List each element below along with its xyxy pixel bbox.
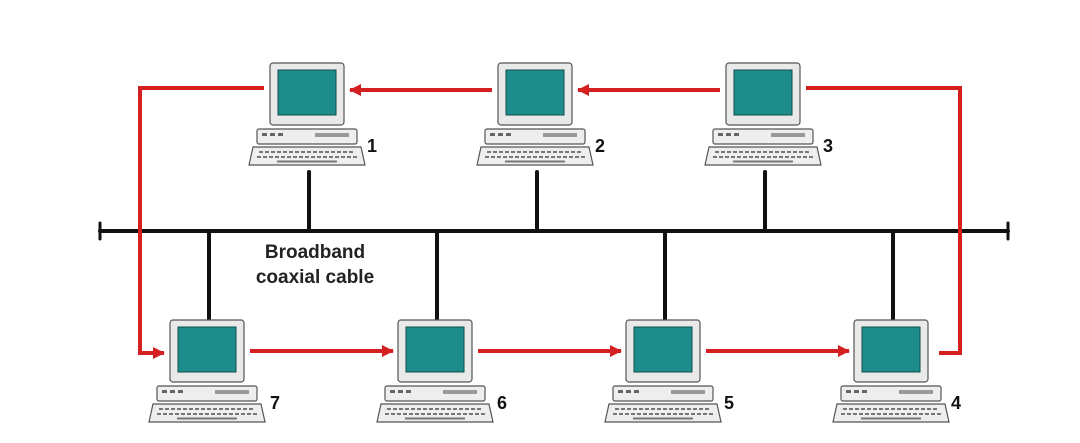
desktop-computer-icon: [832, 319, 950, 423]
desktop-computer-icon: [704, 62, 822, 166]
computer-label: 1: [367, 136, 377, 156]
desktop-computer-icon: [148, 319, 266, 423]
computer-5: 5: [604, 319, 734, 423]
computer-1: 1: [248, 62, 377, 166]
computer-label: 7: [270, 393, 280, 413]
coaxial-bus: [98, 170, 1010, 322]
desktop-computer-icon: [476, 62, 594, 166]
computer-7: 7: [148, 319, 280, 423]
cable-label-line2: coaxial cable: [256, 267, 374, 288]
computer-label: 3: [823, 136, 833, 156]
computer-label: 6: [497, 393, 507, 413]
ring-connections: [138, 84, 962, 359]
computer-label: 2: [595, 136, 605, 156]
desktop-computer-icon: [604, 319, 722, 423]
computer-6: 6: [376, 319, 507, 423]
ring-link-1-to-7: [138, 86, 264, 359]
ring-link-4-to-3: [806, 86, 962, 355]
cable-label-line1: Broadband: [265, 242, 365, 263]
computer-label: 4: [951, 393, 961, 413]
computer-2: 2: [476, 62, 605, 166]
computer-4: 4: [832, 319, 961, 423]
computer-label: 5: [724, 393, 734, 413]
desktop-computer-icon: [248, 62, 366, 166]
desktop-computer-icon: [376, 319, 494, 423]
computer-3: 3: [704, 62, 833, 166]
